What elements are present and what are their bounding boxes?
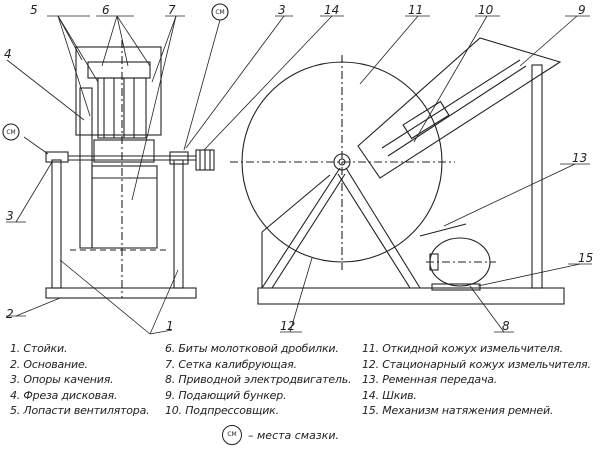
legend-item: 1. Стойки. (10, 342, 68, 355)
legend-item: 9. Подающий бункер. (165, 388, 287, 402)
callout-13: 13 (572, 151, 587, 165)
callout-14: 14 (324, 3, 339, 17)
legend-item: 2. Основание. (10, 357, 88, 371)
legend-item: 4. Фреза дисковая. (10, 388, 118, 402)
feed-hopper (357, 37, 562, 179)
lube-label-left: СМ (6, 129, 15, 136)
callout-15: 15 (578, 251, 593, 265)
callout-2: 2 (6, 307, 14, 321)
legend-item: 13. Ременная передача. (362, 373, 498, 386)
lubrication-note-text: – места смазки. (248, 428, 339, 442)
lube-point-top (211, 3, 229, 21)
callout-4: 4 (4, 47, 12, 61)
legend-item: 10. Подпрессовщик. (165, 404, 279, 417)
legend-item: 3. Опоры качения. (10, 373, 114, 386)
post-left (51, 159, 62, 289)
callout-11: 11 (408, 3, 423, 17)
legend-item: 5. Лопасти вентилятора. (10, 404, 150, 417)
motor-mount (431, 283, 481, 291)
callout-3-left: 3 (6, 209, 14, 223)
lubrication-note: СМ – места смазки. (222, 424, 339, 446)
legend-item: 12. Стационарный кожух измельчителя. (362, 357, 591, 371)
stationary-casing (261, 232, 420, 289)
hopper-box (75, 46, 162, 136)
frame-leg-right (345, 167, 421, 289)
post-right (173, 159, 184, 289)
callout-3-top: 3 (278, 3, 286, 17)
legend-item: 15. Механизм натяжения ремней. (362, 404, 554, 417)
callout-12: 12 (280, 319, 295, 333)
bearing-block-left (45, 151, 69, 163)
belt-drive (419, 223, 467, 237)
legend-item: 7. Сетка калибрующая. (165, 357, 297, 371)
bearing-block-right (169, 151, 189, 165)
left-assembly (45, 40, 215, 299)
callout-1: 1 (166, 319, 174, 333)
legend-item: 6. Биты молотковой дробилки. (165, 342, 339, 355)
presser (402, 100, 450, 140)
legend-item: 11. Откидной кожух измельчителя. (362, 342, 563, 355)
lube-symbol-icon: СМ (222, 425, 242, 445)
disc-cutter (79, 87, 93, 249)
legend: 1. Стойки. 2. Основание. 3. Опоры качени… (0, 337, 600, 449)
callout-5: 5 (30, 3, 38, 17)
base-right (257, 287, 565, 305)
callout-8: 8 (502, 319, 510, 333)
lube-point-left (2, 123, 20, 141)
lube-label-top: СМ (215, 9, 224, 16)
legend-column-2: 6. Биты молотковой дробилки. 7. Сетка ка… (165, 341, 352, 419)
legend-item: 14. Шкив. (362, 388, 417, 402)
callout-6: 6 (102, 3, 110, 17)
leader-lines (6, 15, 592, 335)
callout-7: 7 (168, 3, 176, 17)
callout-9: 9 (578, 3, 586, 17)
legend-column-3: 11. Откидной кожух измельчителя. 12. Ста… (362, 341, 591, 419)
legend-item: 8. Приводной электродвигатель. (165, 373, 352, 386)
right-assembly (230, 37, 565, 305)
base-left (45, 287, 197, 299)
technical-drawing: 5 6 7 3 14 11 10 9 4 13 3 15 2 1 12 8 СМ… (2, 3, 593, 335)
callout-10: 10 (478, 3, 494, 17)
legend-column-1: 1. Стойки. 2. Основание. 3. Опоры качени… (10, 341, 150, 419)
frame-leg-left (261, 167, 341, 289)
